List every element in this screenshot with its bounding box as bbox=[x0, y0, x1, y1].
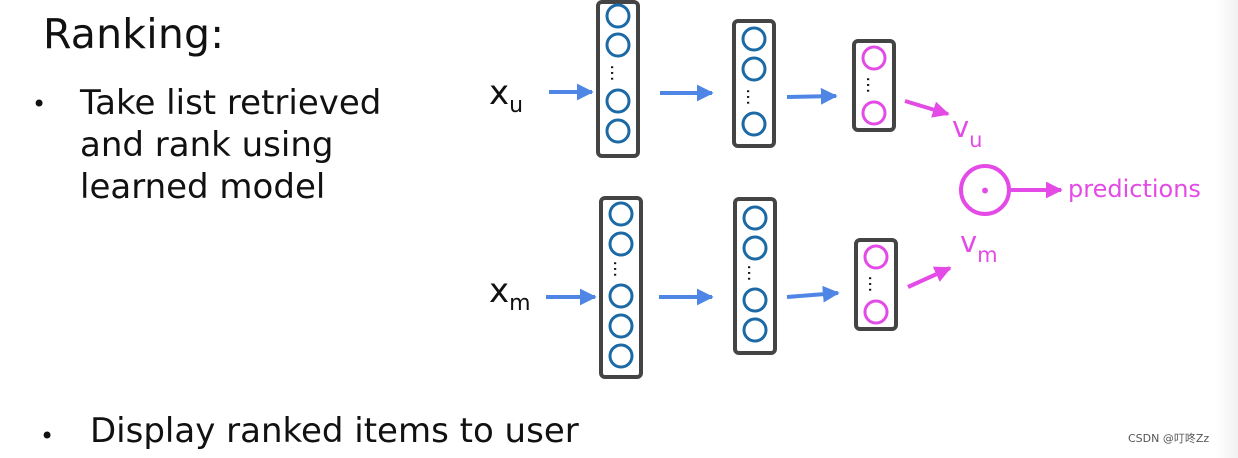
user-hidden-arrow-2 bbox=[786, 87, 838, 105]
movie-layer-2-unit bbox=[742, 205, 768, 231]
bullet-text-1: Take list retrieved and rank using learn… bbox=[80, 83, 382, 207]
user-input-subscript: u bbox=[509, 93, 523, 118]
user-output-ellipsis: ... bbox=[862, 76, 883, 93]
user-layer-1-ellipsis: ... bbox=[606, 64, 627, 81]
movie-layer-1-ellipsis: ... bbox=[609, 260, 630, 277]
user-layer-2-ellipsis: ... bbox=[742, 88, 763, 105]
movie-output-ellipsis: ... bbox=[864, 275, 885, 292]
movie-layer-2-ellipsis: ... bbox=[743, 264, 764, 281]
slide-title: Ranking: bbox=[43, 10, 225, 58]
user-output-unit bbox=[861, 45, 887, 71]
movie-input-subscript: m bbox=[509, 291, 530, 316]
movie-output-unit bbox=[863, 299, 889, 325]
movie-layer-1-unit bbox=[608, 201, 634, 227]
movie-tower: xm ... ... ... vm bbox=[489, 196, 998, 379]
movie-layer-2-unit bbox=[742, 287, 768, 313]
user-layer-2-unit bbox=[741, 56, 767, 82]
movie-input-main: x bbox=[489, 271, 509, 311]
dot-product-circle bbox=[959, 164, 1011, 216]
bullet-text-2: Display ranked items to user bbox=[90, 411, 579, 451]
user-vector-subscript: u bbox=[969, 128, 982, 152]
movie-vector-arrow bbox=[907, 266, 952, 289]
movie-vector-main: v bbox=[960, 225, 977, 259]
movie-vector-subscript: m bbox=[977, 243, 997, 267]
user-output-box bbox=[852, 39, 896, 132]
movie-output-unit bbox=[863, 244, 889, 270]
movie-layer-2-unit bbox=[742, 235, 768, 261]
user-layer-1-unit bbox=[605, 3, 631, 29]
bullet-marker-1: • bbox=[32, 90, 47, 118]
movie-layer-2-unit bbox=[742, 317, 768, 343]
movie-layer-1-unit bbox=[608, 313, 634, 339]
user-layer-2-box bbox=[732, 19, 776, 148]
user-layer-1-unit bbox=[605, 32, 631, 58]
dot-product-output: • predictions bbox=[959, 164, 1201, 216]
movie-layer-2-box bbox=[733, 197, 777, 355]
movie-layer-1-unit bbox=[608, 343, 634, 369]
movie-output-box bbox=[854, 238, 898, 331]
csdn-watermark: CSDN @叮咚Zz bbox=[1128, 432, 1210, 445]
right-edge-shadow bbox=[1216, 0, 1238, 458]
user-vector-arrow bbox=[904, 99, 950, 118]
predictions-label: predictions bbox=[1068, 175, 1201, 203]
user-layer-2-unit bbox=[741, 26, 767, 52]
dot-product-symbol: • bbox=[979, 179, 991, 203]
user-layer-1-unit bbox=[605, 88, 631, 114]
user-input-main: x bbox=[489, 73, 509, 113]
user-vector-main: v bbox=[952, 110, 969, 144]
user-tower: xu ... ... ... vu bbox=[489, 0, 982, 158]
user-input-label: xu bbox=[489, 73, 523, 118]
movie-layer-1-box bbox=[599, 196, 643, 379]
user-layer-1-unit bbox=[605, 118, 631, 144]
user-output-unit bbox=[861, 100, 887, 126]
movie-hidden-arrow-2 bbox=[786, 285, 840, 303]
movie-layer-1-unit bbox=[608, 283, 634, 309]
movie-layer-1-unit bbox=[608, 231, 634, 257]
user-vector-label: vu bbox=[952, 110, 982, 152]
bullet-marker-2: • bbox=[40, 422, 55, 450]
movie-vector-label: vm bbox=[960, 225, 998, 267]
movie-input-label: xm bbox=[489, 271, 531, 316]
user-layer-2-unit bbox=[741, 111, 767, 137]
user-layer-1-box bbox=[596, 0, 640, 158]
